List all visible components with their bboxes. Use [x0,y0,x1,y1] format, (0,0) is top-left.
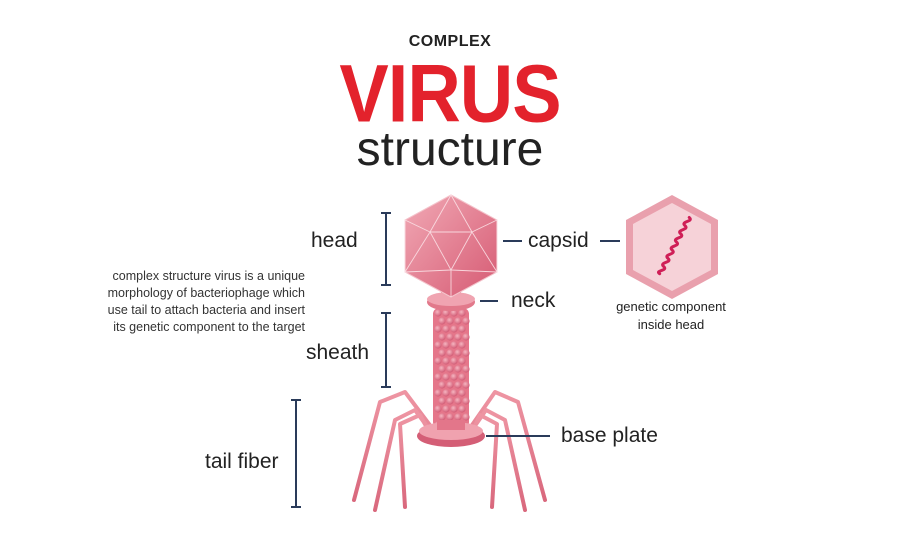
sheath-bead [438,349,446,357]
sheath-bead [446,349,454,357]
sheath-bead [442,357,450,365]
sheath-bead [462,349,470,357]
title-small: COMPLEX [408,33,492,50]
sheath-bead [462,381,470,389]
description: complex structure virus is a unique morp… [60,268,305,336]
sheath-bead [450,373,458,381]
label-base-plate: base plate [561,424,658,447]
sheath-bead [446,333,454,341]
label-neck: neck [511,289,556,312]
description-line: use tail to attach bacteria and insert [107,303,305,317]
sheath-bead [438,317,446,325]
sheath-bead [442,309,450,317]
sheath-bead [450,357,458,365]
sheath-bead [454,365,462,373]
sheath-bead [434,405,442,413]
sheath-bead [438,365,446,373]
sheath-bead [434,341,442,349]
base-plate [417,420,485,447]
sheath-bead [438,397,446,405]
sheath-bead [446,365,454,373]
sheath-bead [458,341,466,349]
sheath-bead [450,325,458,333]
sheath-bead [434,389,442,397]
head-capsid [404,194,498,298]
sheath-bead [458,389,466,397]
sheath-bead [442,373,450,381]
sheath-bead [462,397,470,405]
sheath-bead [458,325,466,333]
sheath-bead [454,317,462,325]
sheath-bead [450,405,458,413]
genetic-component-icon [626,195,718,299]
sheath-bead [462,333,470,341]
sheath-bead [446,413,454,421]
sheath-bead [434,309,442,317]
sheath-bead [454,349,462,357]
sheath-bead [454,397,462,405]
sheath-bead [434,373,442,381]
sheath-bead [454,381,462,389]
sheath-bead [446,317,454,325]
caption-line: inside head [637,317,705,332]
caption-line: genetic component [616,299,726,314]
sheath-bead [458,373,466,381]
description-line: complex structure virus is a unique [112,269,305,283]
sheath-bead [450,309,458,317]
sheath-bead [458,357,466,365]
sheath-bead [442,341,450,349]
sheath-bead [458,309,466,317]
sheath-bead [462,365,470,373]
sheath-bead [454,333,462,341]
sheath-bead [462,317,470,325]
label-head: head [311,229,358,252]
sheath-bead [442,389,450,397]
description-line: its genetic component to the target [113,320,305,334]
sheath-bead [450,341,458,349]
title-sub: structure [356,123,544,176]
sheath-bead [438,333,446,341]
sheath-beads [434,309,470,429]
sheath-bead [458,405,466,413]
sheath-bead [446,381,454,389]
label-tail-fiber: tail fiber [205,450,279,473]
sheath-bead [462,413,470,421]
sheath-bead [434,357,442,365]
title-main: VIRUS [339,47,561,140]
sheath-bead [438,381,446,389]
genetic-component-caption: genetic component inside head [596,298,746,334]
sheath-bead [442,325,450,333]
sheath [433,308,470,429]
pointer-lines [291,212,620,508]
label-sheath: sheath [306,341,370,364]
sheath-bead [438,413,446,421]
sheath-bead [450,389,458,397]
sheath-bead [446,397,454,405]
description-line: morphology of bacteriophage which [107,286,305,300]
sheath-bead [454,413,462,421]
label-capsid: capsid [528,229,589,252]
sheath-bead [434,325,442,333]
sheath-bead [442,405,450,413]
